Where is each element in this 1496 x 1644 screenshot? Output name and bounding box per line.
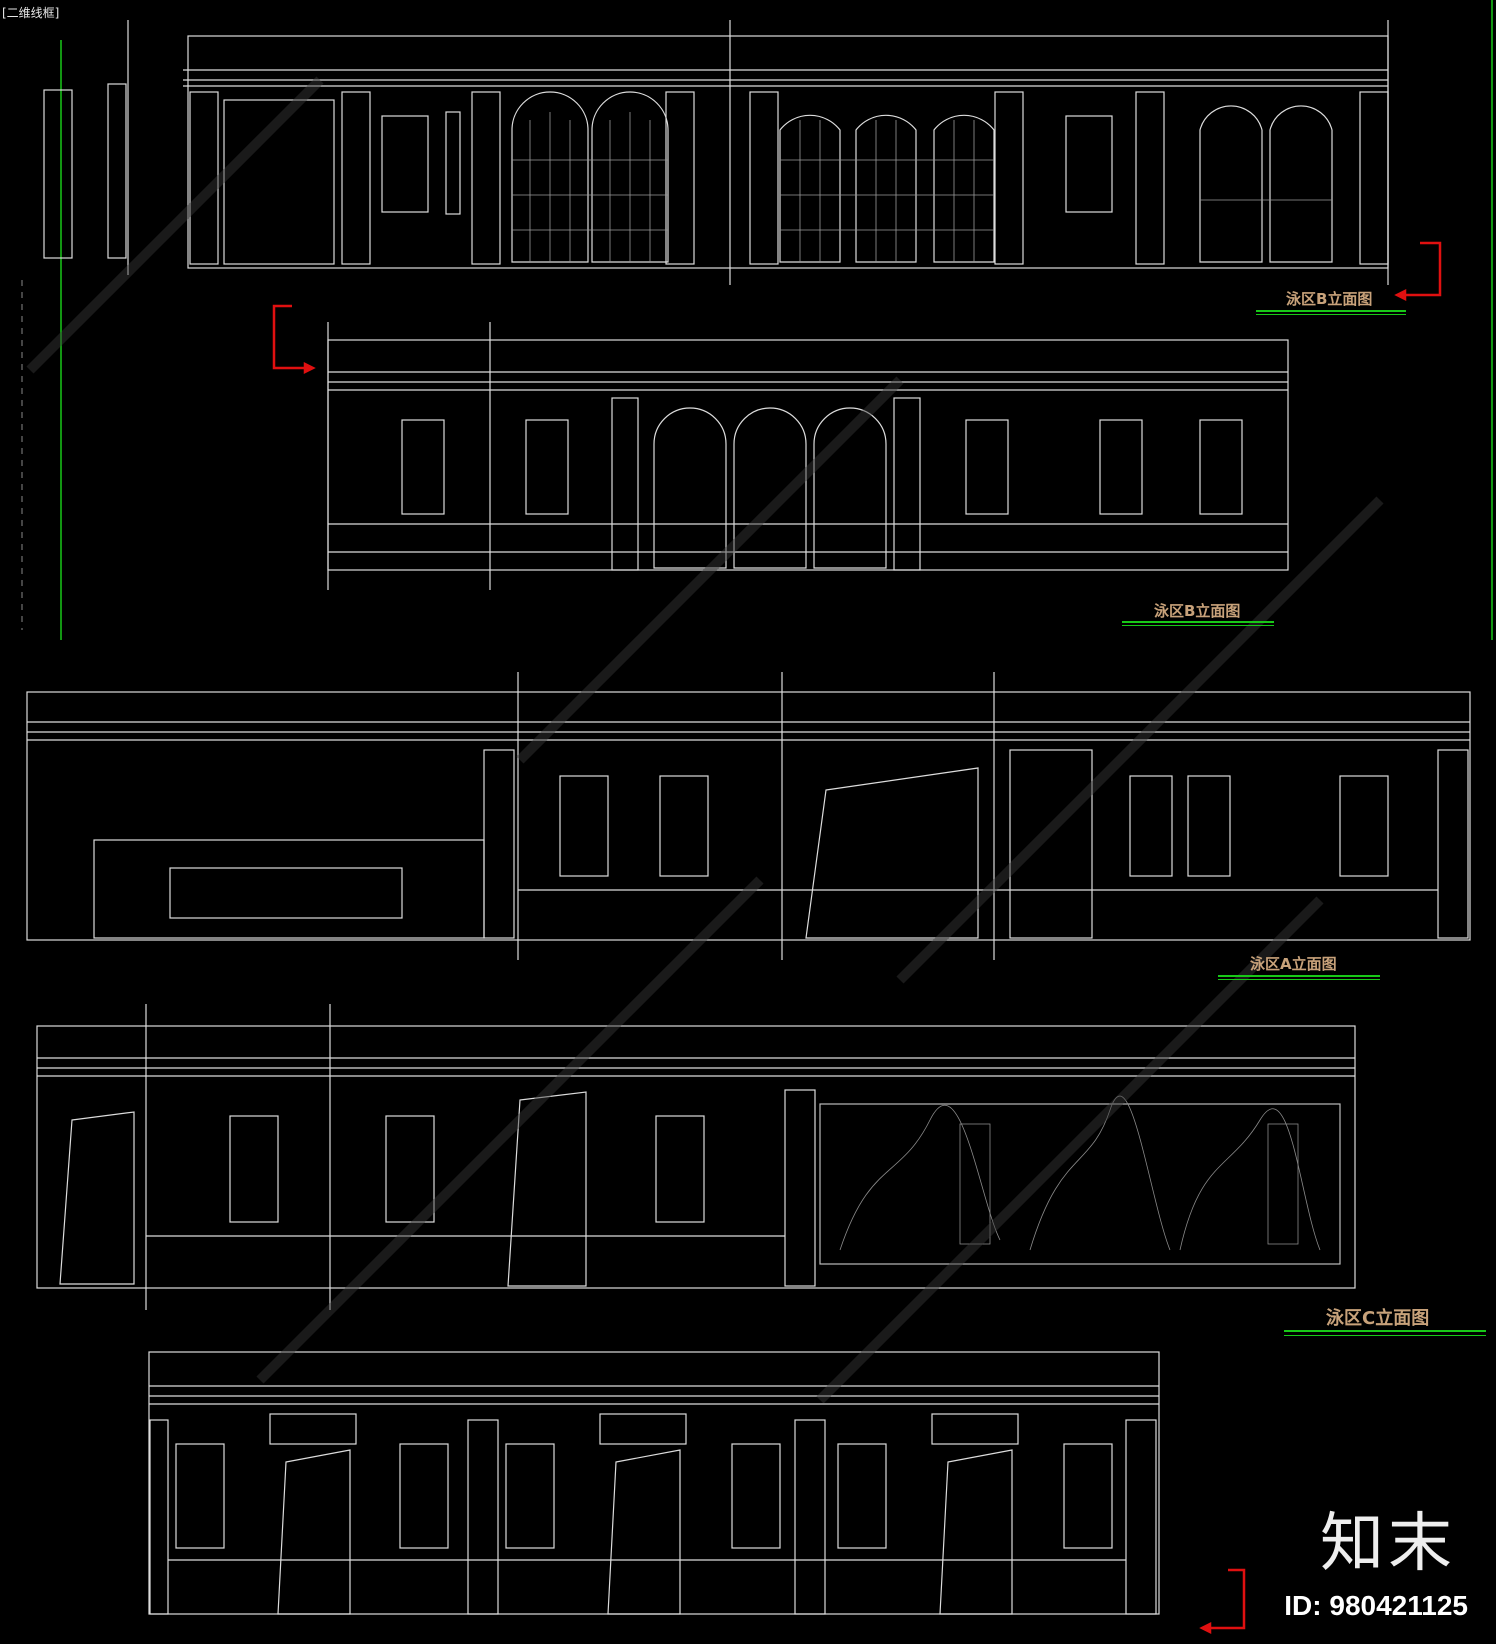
viewport-label[interactable]: [二维线框] [2, 6, 60, 20]
title-underline [1122, 621, 1274, 623]
drawing-title-b-2: 泳区B立面图 [1154, 602, 1241, 620]
model-id: ID: 980421125 [1284, 1590, 1468, 1621]
title-underline [1122, 625, 1274, 626]
elevation-a [26, 672, 1471, 960]
arched-windows-1 [511, 91, 1333, 263]
section-marker-3 [1199, 1568, 1246, 1635]
title-underline [1218, 979, 1380, 980]
drawing-title-c: 泳区C立面图 [1326, 1308, 1430, 1329]
guide-lines [60, 0, 1493, 640]
brand-logo: 知末 [1320, 1507, 1456, 1581]
diagonal-watermark [26, 76, 1384, 1404]
title-underline [1218, 975, 1380, 977]
elevation-b-2 [327, 322, 1289, 590]
drawing-title-b-1: 泳区B立面图 [1286, 290, 1373, 308]
title-underline [1284, 1330, 1486, 1332]
pilasters-1 [189, 91, 1389, 265]
elevation-c [36, 1004, 1356, 1310]
drawing-title-a: 泳区A立面图 [1250, 955, 1337, 973]
elevation-5 [148, 1351, 1160, 1615]
title-underline [1284, 1335, 1486, 1336]
title-underline [1256, 314, 1406, 315]
title-underline [1256, 310, 1406, 312]
section-marker-1 [1394, 241, 1442, 302]
elevation-b-1 [43, 20, 1389, 285]
section-marker-2 [272, 304, 316, 375]
relief-sculpture [839, 1095, 1321, 1251]
